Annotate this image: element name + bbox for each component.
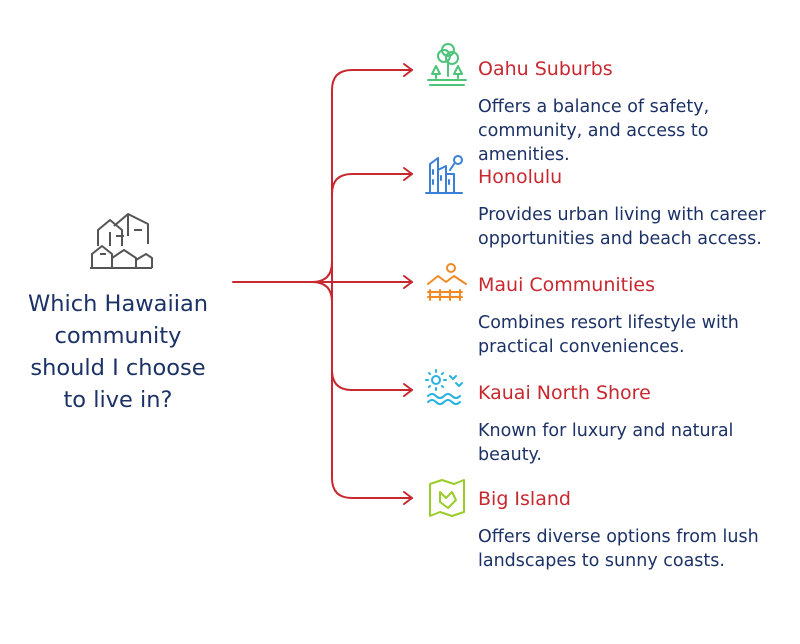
root-question: Which Hawaiian community should I choose… bbox=[28, 291, 208, 413]
houses-icon bbox=[90, 213, 153, 269]
resort-sunset-icon bbox=[427, 263, 467, 301]
option-description-big-island: Offers diverse options from lush landsca… bbox=[478, 527, 759, 571]
connector-4 bbox=[331, 369, 413, 391]
option-description-oahu-suburbs: Offers a balance of safety, community, a… bbox=[478, 97, 710, 165]
city-buildings-icon bbox=[425, 155, 463, 194]
option-title-maui-communities: Maui Communities bbox=[478, 274, 655, 296]
connector-5 bbox=[331, 477, 413, 499]
option-title-kauai-north-shore: Kauai North Shore bbox=[478, 382, 651, 404]
connector-branch-bottom bbox=[311, 281, 333, 303]
option-title-big-island: Big Island bbox=[478, 488, 571, 510]
connector-1 bbox=[331, 69, 413, 91]
connector-lines bbox=[232, 63, 413, 505]
option-description-honolulu: Provides urban living with career opport… bbox=[478, 205, 766, 249]
arrowhead-4 bbox=[403, 383, 413, 397]
option-description-kauai-north-shore: Known for luxury and natural beauty. bbox=[478, 421, 734, 465]
sun-waves-birds-icon bbox=[425, 369, 463, 405]
arrowhead-2 bbox=[403, 167, 413, 181]
option-description-maui-communities: Combines resort lifestyle with practical… bbox=[478, 313, 739, 357]
island-map-icon bbox=[429, 479, 465, 517]
connector-2 bbox=[331, 173, 413, 195]
option-title-oahu-suburbs: Oahu Suburbs bbox=[478, 58, 613, 80]
arrowhead-5 bbox=[403, 491, 413, 505]
connector-branch-top bbox=[311, 261, 333, 283]
arrowhead-3 bbox=[403, 275, 413, 289]
option-title-honolulu: Honolulu bbox=[478, 166, 563, 188]
arrowhead-1 bbox=[403, 63, 413, 77]
trees-icon bbox=[427, 43, 467, 86]
